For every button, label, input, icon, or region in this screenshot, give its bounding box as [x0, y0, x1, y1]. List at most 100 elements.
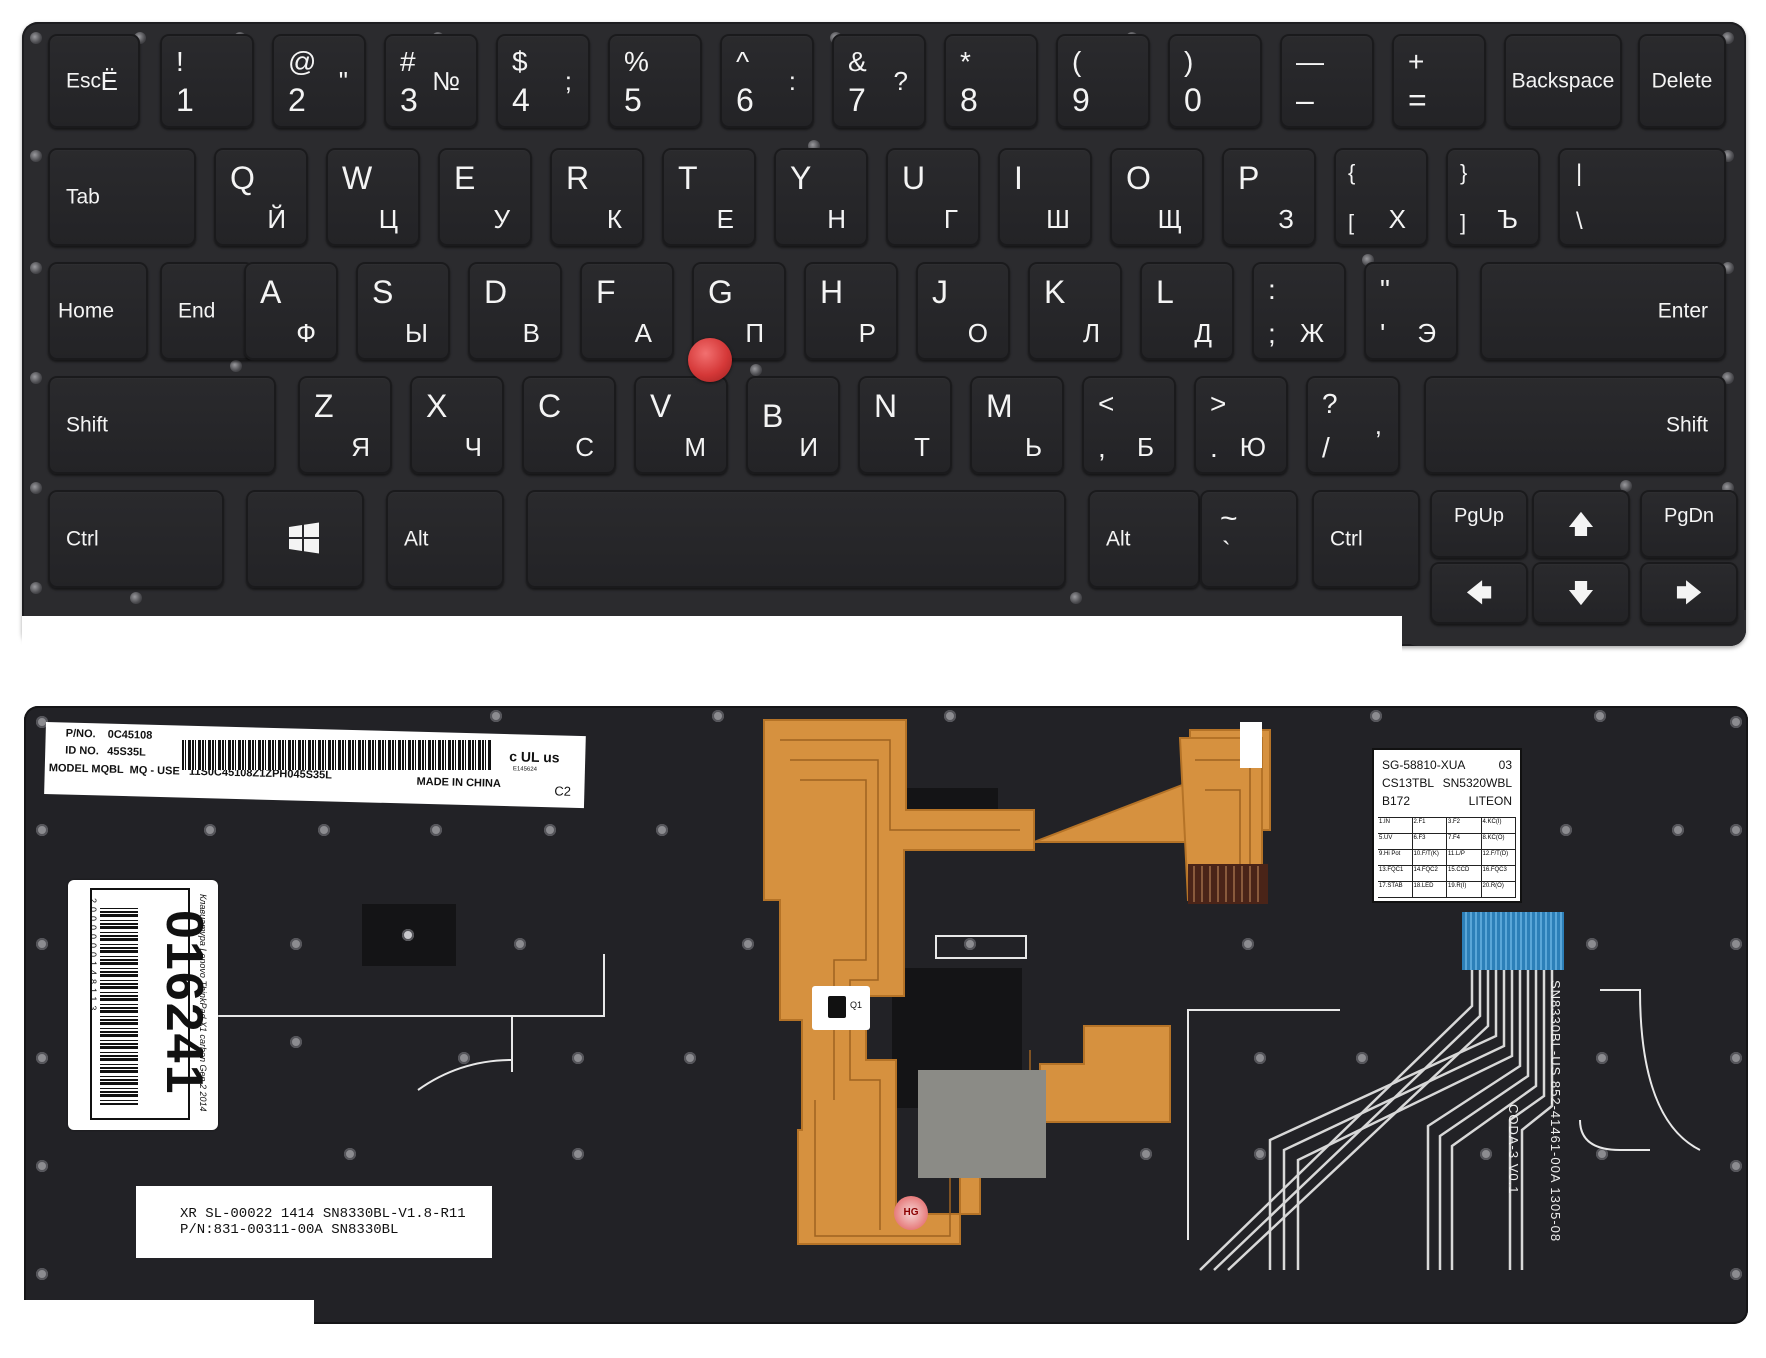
key-e[interactable]: E У: [438, 148, 532, 246]
key-4[interactable]: $ 4 ;: [496, 34, 590, 128]
screw: [30, 582, 42, 594]
key-2[interactable]: @ 2 ": [272, 34, 366, 128]
key-end[interactable]: End: [160, 262, 254, 360]
key-esc[interactable]: Esc Ё: [48, 34, 140, 128]
key-alt-right[interactable]: Alt: [1088, 490, 1200, 588]
key-equals[interactable]: + =: [1392, 34, 1486, 128]
key-d[interactable]: D В: [468, 262, 562, 360]
key-7[interactable]: & 7 ?: [832, 34, 926, 128]
mount-hole: [1254, 1052, 1266, 1064]
key-right-bracket[interactable]: } ] Ъ: [1446, 148, 1540, 246]
key-legend-shift: %: [624, 46, 649, 77]
key-quote[interactable]: " ' Э: [1364, 262, 1458, 360]
key-legend-ru: И: [799, 432, 818, 462]
key-t[interactable]: T Е: [662, 148, 756, 246]
key-f[interactable]: F А: [580, 262, 674, 360]
key-tab[interactable]: Tab: [48, 148, 196, 246]
key-c[interactable]: C С: [522, 376, 616, 474]
key-arrow-right[interactable]: 🡆: [1640, 562, 1738, 624]
spec-line: LITEON: [1468, 794, 1512, 808]
mount-hole: [1560, 824, 1572, 836]
key-b[interactable]: B И: [746, 376, 840, 474]
key-l[interactable]: L Д: [1140, 262, 1234, 360]
key-semicolon[interactable]: : ; Ж: [1252, 262, 1346, 360]
key-space[interactable]: [526, 490, 1066, 588]
key-k[interactable]: K Л: [1028, 262, 1122, 360]
key-h[interactable]: H Р: [804, 262, 898, 360]
key-period[interactable]: > . Ю: [1194, 376, 1288, 474]
component-q1: Q1: [812, 986, 870, 1030]
key-tilde[interactable]: ~ `: [1200, 490, 1298, 588]
cert-mark: c UL us: [509, 748, 560, 766]
key-page-up[interactable]: PgUp: [1430, 490, 1528, 558]
key-slash[interactable]: ? / ,: [1306, 376, 1400, 474]
key-backspace[interactable]: Backspace: [1504, 34, 1622, 128]
key-1[interactable]: ! 1: [160, 34, 254, 128]
key-legend: R: [566, 160, 590, 196]
key-delete[interactable]: Delete: [1638, 34, 1726, 128]
key-y[interactable]: Y Н: [774, 148, 868, 246]
key-left-bracket[interactable]: { [ Х: [1334, 148, 1428, 246]
key-q[interactable]: Q Й: [214, 148, 308, 246]
spec-cell: 4.KC(I): [1481, 818, 1516, 834]
key-o[interactable]: O Щ: [1110, 148, 1204, 246]
key-backslash[interactable]: | \: [1558, 148, 1726, 246]
key-a[interactable]: A Ф: [244, 262, 338, 360]
key-j[interactable]: J О: [916, 262, 1010, 360]
key-9[interactable]: ( 9: [1056, 34, 1150, 128]
screw: [30, 262, 42, 274]
trackpoint-nub[interactable]: [688, 338, 732, 382]
key-arrow-down[interactable]: 🡇: [1532, 562, 1630, 624]
key-u[interactable]: U Г: [886, 148, 980, 246]
key-v[interactable]: V М: [634, 376, 728, 474]
key-legend-ru: О: [967, 318, 988, 348]
key-legend-shift: $: [512, 46, 528, 77]
key-alt-left[interactable]: Alt: [386, 490, 504, 588]
screw: [1620, 480, 1632, 492]
key-legend-shift: @: [288, 46, 317, 77]
key-legend-shift: *: [960, 46, 971, 77]
key-minus[interactable]: — –: [1280, 34, 1374, 128]
key-ctrl-left[interactable]: Ctrl: [48, 490, 224, 588]
key-home[interactable]: Home: [48, 262, 148, 360]
key-x[interactable]: X Ч: [410, 376, 504, 474]
key-windows[interactable]: [246, 490, 364, 588]
key-8[interactable]: * 8: [944, 34, 1038, 128]
key-legend-ru: Б: [1136, 432, 1154, 462]
key-w[interactable]: W Ц: [326, 148, 420, 246]
key-legend-ru: М: [684, 432, 706, 462]
key-legend-ru: Ц: [378, 204, 398, 234]
label-code: C2: [554, 783, 572, 799]
key-legend: Alt: [1106, 527, 1131, 551]
key-shift-left[interactable]: Shift: [48, 376, 276, 474]
key-6[interactable]: ^ 6 :: [720, 34, 814, 128]
key-page-down[interactable]: PgDn: [1640, 490, 1738, 558]
key-ctrl-right[interactable]: Ctrl: [1312, 490, 1420, 588]
key-shift-right[interactable]: Shift: [1424, 376, 1726, 474]
key-i[interactable]: I Ш: [998, 148, 1092, 246]
key-3[interactable]: # 3 №: [384, 34, 478, 128]
key-legend: Shift: [1665, 413, 1708, 437]
key-enter[interactable]: Enter: [1480, 262, 1726, 360]
mount-hole: [1596, 1052, 1608, 1064]
mount-hole: [1672, 824, 1684, 836]
key-s[interactable]: S Ы: [356, 262, 450, 360]
mount-hole: [944, 710, 956, 722]
key-legend-ru: Ф: [296, 318, 316, 348]
key-legend: Shift: [66, 413, 109, 437]
key-m[interactable]: M Ь: [970, 376, 1064, 474]
key-arrow-left[interactable]: 🡄: [1430, 562, 1528, 624]
mount-hole: [1730, 938, 1742, 950]
barcode: [182, 740, 492, 770]
key-n[interactable]: N Т: [858, 376, 952, 474]
key-5[interactable]: % 5: [608, 34, 702, 128]
key-legend-ru: Т: [914, 432, 930, 462]
key-arrow-up[interactable]: 🡅: [1532, 490, 1630, 558]
key-z[interactable]: Z Я: [298, 376, 392, 474]
key-p[interactable]: P З: [1222, 148, 1316, 246]
spec-cell: 17.STAB: [1378, 882, 1413, 898]
key-0[interactable]: ) 0: [1168, 34, 1262, 128]
spec-cell: 10.F/T(K): [1412, 850, 1447, 866]
key-comma[interactable]: < , Б: [1082, 376, 1176, 474]
key-r[interactable]: R К: [550, 148, 644, 246]
